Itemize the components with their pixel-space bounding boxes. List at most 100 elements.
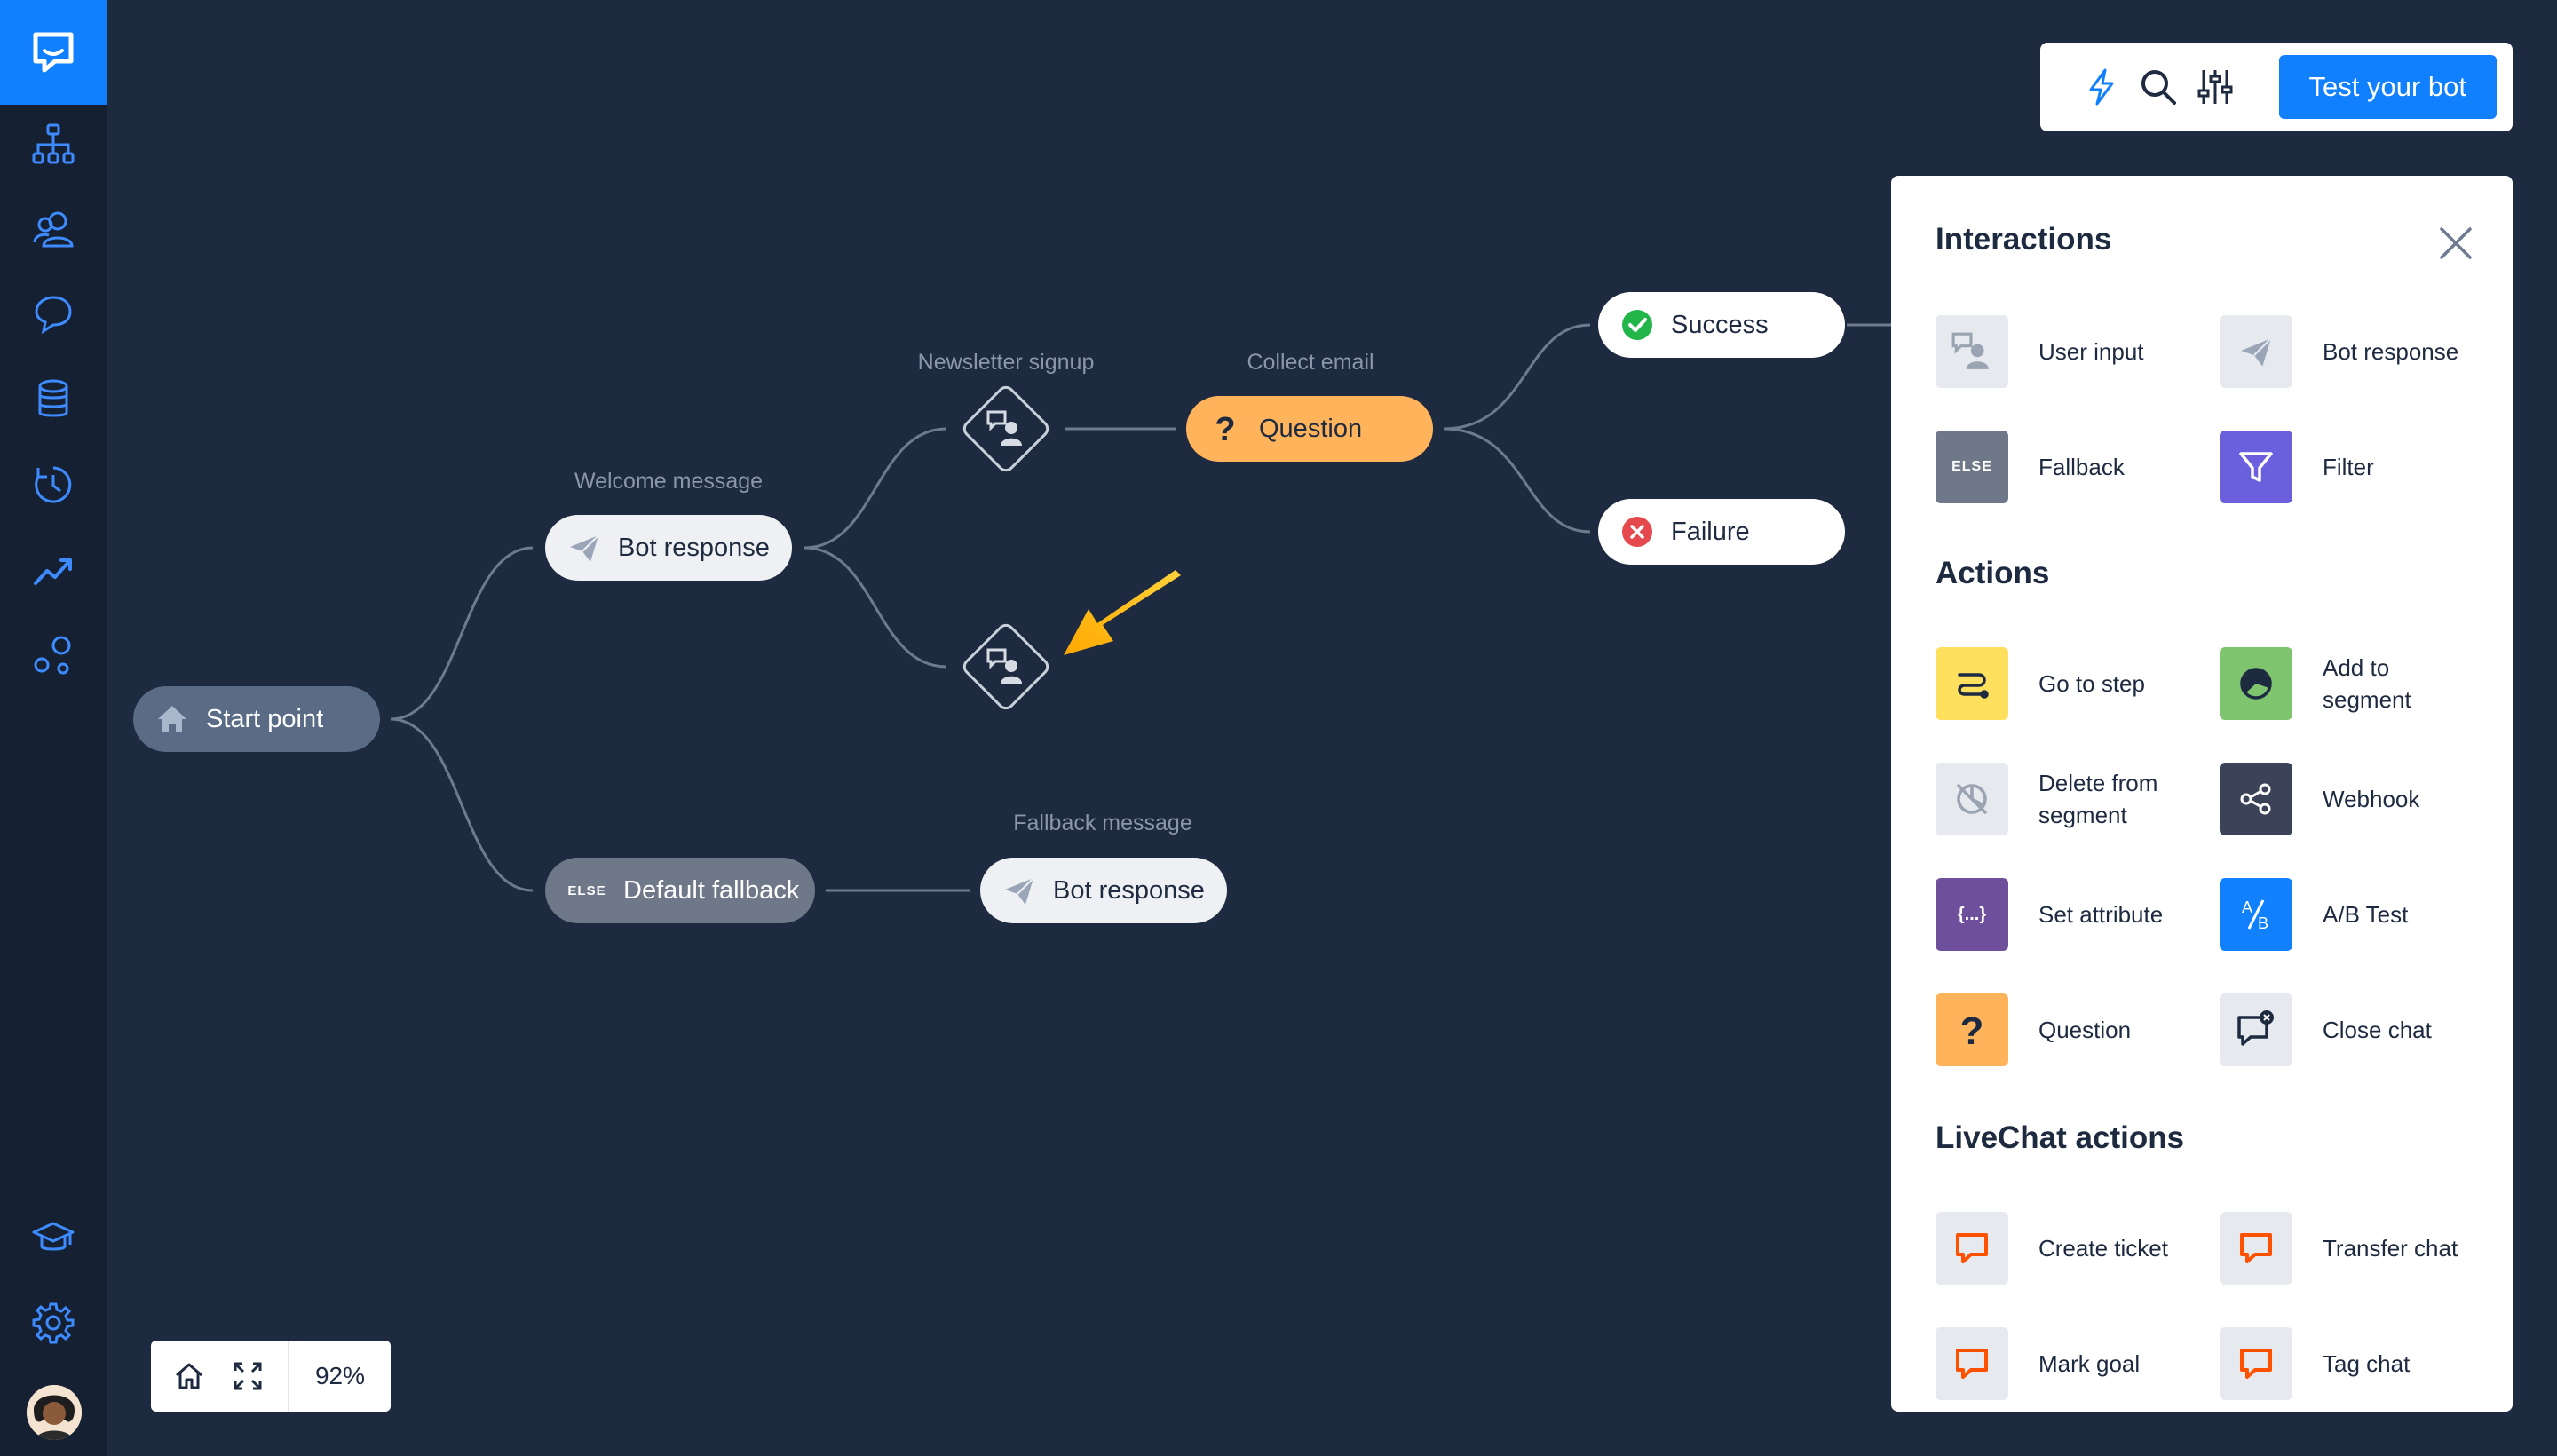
tile-question[interactable]: ? Question <box>1936 993 2211 1067</box>
users-icon <box>33 211 74 248</box>
tile-delete-from-segment[interactable]: Delete from segment <box>1936 762 2211 836</box>
sidebar-item-chats[interactable] <box>27 288 80 341</box>
node-failure[interactable]: Failure <box>1598 499 1845 565</box>
else-icon: ELSE <box>567 882 606 898</box>
tile-label: Filter <box>2323 454 2374 480</box>
flow-icon <box>32 123 75 164</box>
tile-set-attribute[interactable]: {...} Set attribute <box>1936 877 2211 952</box>
send-icon <box>2220 315 2292 388</box>
sidebar-item-users[interactable] <box>27 202 80 256</box>
tile-label: Close chat <box>2323 1017 2432 1043</box>
sidebar-item-flow[interactable] <box>27 117 80 170</box>
tile-fallback[interactable]: ELSE Fallback <box>1936 430 2211 504</box>
send-icon <box>566 530 602 566</box>
node-fallback-bot-response[interactable]: Bot response <box>980 858 1227 923</box>
node-welcome-label: Bot response <box>618 533 770 562</box>
node-caption-collect: Collect email <box>1247 350 1374 375</box>
close-icon[interactable] <box>2434 222 2477 265</box>
livechat-icon <box>1936 1212 2008 1285</box>
filter-icon <box>2220 431 2292 503</box>
node-welcome-bot-response[interactable]: Bot response <box>545 515 792 581</box>
segment-icon <box>2220 647 2292 720</box>
node-collect-question[interactable]: ? Question <box>1186 396 1433 462</box>
chatbot-logo-icon <box>33 32 74 73</box>
tile-label: Add to segment <box>2323 654 2411 713</box>
sidebar-item-history[interactable] <box>27 458 80 511</box>
livechat-icon <box>1936 1327 2008 1400</box>
home-icon <box>176 1363 202 1389</box>
tile-webhook[interactable]: Webhook <box>2220 762 2495 836</box>
tile-go-to-step[interactable]: Go to step <box>1936 646 2211 721</box>
sidebar-item-academy[interactable] <box>27 1212 80 1265</box>
tile-label: Question <box>2038 1017 2132 1043</box>
delete-segment-icon <box>1936 763 2008 835</box>
tile-label: Mark goal <box>2038 1350 2141 1377</box>
tile-bot-response[interactable]: Bot response <box>2220 314 2495 389</box>
livechat-icon <box>2220 1212 2292 1285</box>
node-start-label: Start point <box>206 704 324 733</box>
history-icon <box>35 466 72 503</box>
tile-add-to-segment[interactable]: Add to segment <box>2220 646 2495 721</box>
node-fallback-msg-label: Bot response <box>1053 875 1205 905</box>
tile-label: Transfer chat <box>2323 1235 2458 1262</box>
integrations-icon <box>34 636 71 675</box>
node-fallback-label: Default fallback <box>623 875 800 905</box>
section-title-actions: Actions <box>1936 556 2050 590</box>
tile-tag-chat[interactable]: Tag chat <box>2220 1326 2495 1401</box>
svg-text:A: A <box>2242 898 2252 916</box>
tile-label: Fallback <box>2038 454 2125 480</box>
sidebar <box>0 0 107 1456</box>
tile-label: Go to step <box>2038 670 2145 697</box>
send-icon <box>1001 873 1037 908</box>
user-input-icon <box>973 396 1039 462</box>
divider <box>288 1341 289 1412</box>
check-circle-icon <box>1619 307 1655 343</box>
avatar[interactable] <box>27 1385 82 1440</box>
tile-label: Delete from segment <box>2038 770 2158 828</box>
sidebar-item-integrations[interactable] <box>27 629 80 682</box>
test-bot-button[interactable]: Test your bot <box>2278 55 2497 119</box>
quick-actions-button[interactable] <box>2076 56 2127 118</box>
node-caption-newsletter: Newsletter signup <box>917 350 1095 375</box>
tile-transfer-chat[interactable]: Transfer chat <box>2220 1211 2495 1286</box>
annotation-arrow-icon <box>1064 570 1181 655</box>
settings-sliders-button[interactable] <box>2189 56 2241 118</box>
settings-icon <box>32 1302 75 1344</box>
app-logo[interactable] <box>0 0 107 105</box>
tile-filter[interactable]: Filter <box>2220 430 2495 504</box>
academy-icon <box>32 1222 75 1251</box>
user-input-icon <box>973 634 1039 700</box>
user-input-icon <box>1936 315 2008 388</box>
sidebar-item-data[interactable] <box>27 373 80 426</box>
livechat-icon <box>2220 1327 2292 1400</box>
top-toolbar: Test your bot <box>2040 43 2513 131</box>
sidebar-item-settings[interactable] <box>27 1296 80 1349</box>
tile-label: Set attribute <box>2038 901 2164 928</box>
tile-mark-goal[interactable]: Mark goal <box>1936 1326 2211 1401</box>
analytics-icon <box>34 558 72 585</box>
tile-user-input[interactable]: User input <box>1936 314 2211 389</box>
tile-label: A/B Test <box>2323 901 2409 928</box>
fullscreen-button[interactable] <box>218 1341 277 1412</box>
zoom-level[interactable]: 92% <box>314 1362 366 1389</box>
tile-create-ticket[interactable]: Create ticket <box>1936 1211 2211 1286</box>
node-start-point[interactable]: Start point <box>133 686 380 752</box>
error-circle-icon <box>1619 514 1655 550</box>
question-icon: ? <box>1207 411 1243 447</box>
node-success[interactable]: Success <box>1598 292 1845 358</box>
expand-icon <box>234 1362 262 1390</box>
node-caption-fallback: Fallback message <box>1013 811 1192 835</box>
database-icon <box>38 379 68 417</box>
sidebar-item-analytics[interactable] <box>27 543 80 597</box>
node-default-fallback[interactable]: ELSE Default fallback <box>545 858 815 923</box>
sliders-icon <box>2197 70 2233 104</box>
center-view-button[interactable] <box>160 1341 218 1412</box>
search-button[interactable] <box>2133 56 2184 118</box>
node-collect-label: Question <box>1259 414 1363 443</box>
tile-close-chat[interactable]: Close chat <box>2220 993 2495 1067</box>
section-title-livechat: LiveChat actions <box>1936 1120 2185 1155</box>
tile-label: User input <box>2038 338 2144 365</box>
tile-label: Bot response <box>2323 338 2459 365</box>
